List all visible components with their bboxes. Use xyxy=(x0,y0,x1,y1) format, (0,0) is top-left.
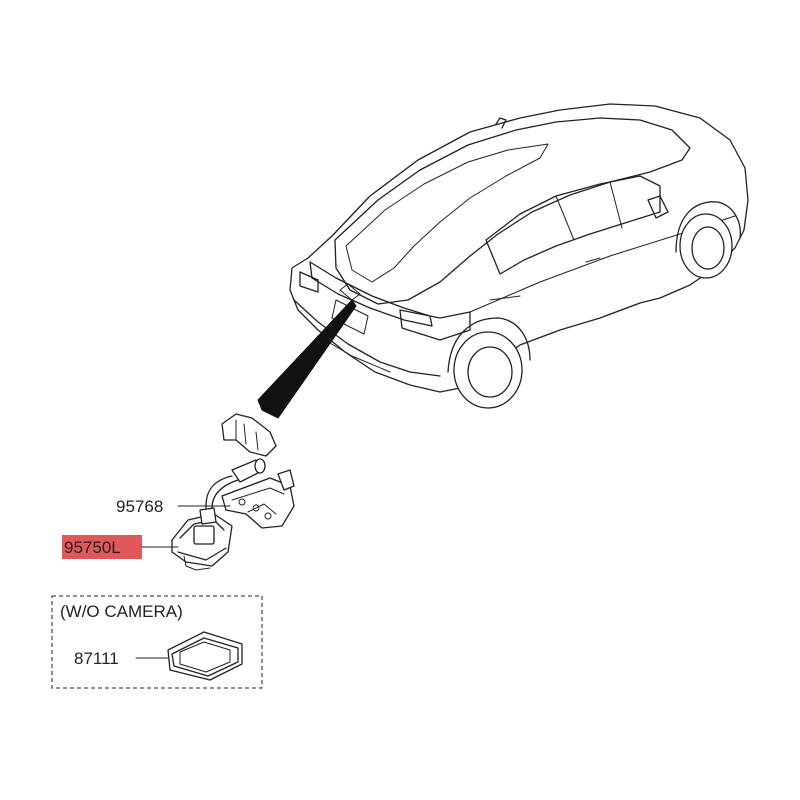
callout-harness: 95768 xyxy=(116,497,231,516)
rear-wheel xyxy=(447,317,531,409)
camera-part-highlight xyxy=(62,535,142,559)
vehicle-illustration xyxy=(289,103,749,409)
rear-camera-assembly xyxy=(171,507,233,571)
callout-camera: 95750L xyxy=(62,535,179,559)
without-camera-panel: (W/O CAMERA) 87111 xyxy=(51,595,263,689)
harness-assembly xyxy=(205,413,295,529)
location-pointer-arrow xyxy=(257,299,357,419)
without-camera-caption: (W/O CAMERA) xyxy=(60,602,183,621)
harness-part-number: 95768 xyxy=(116,497,163,516)
cover-part-number: 87111 xyxy=(74,649,119,668)
camera-part-number: 95750L xyxy=(64,538,121,557)
front-wheel xyxy=(675,201,741,279)
blank-cover-plate xyxy=(167,631,243,681)
